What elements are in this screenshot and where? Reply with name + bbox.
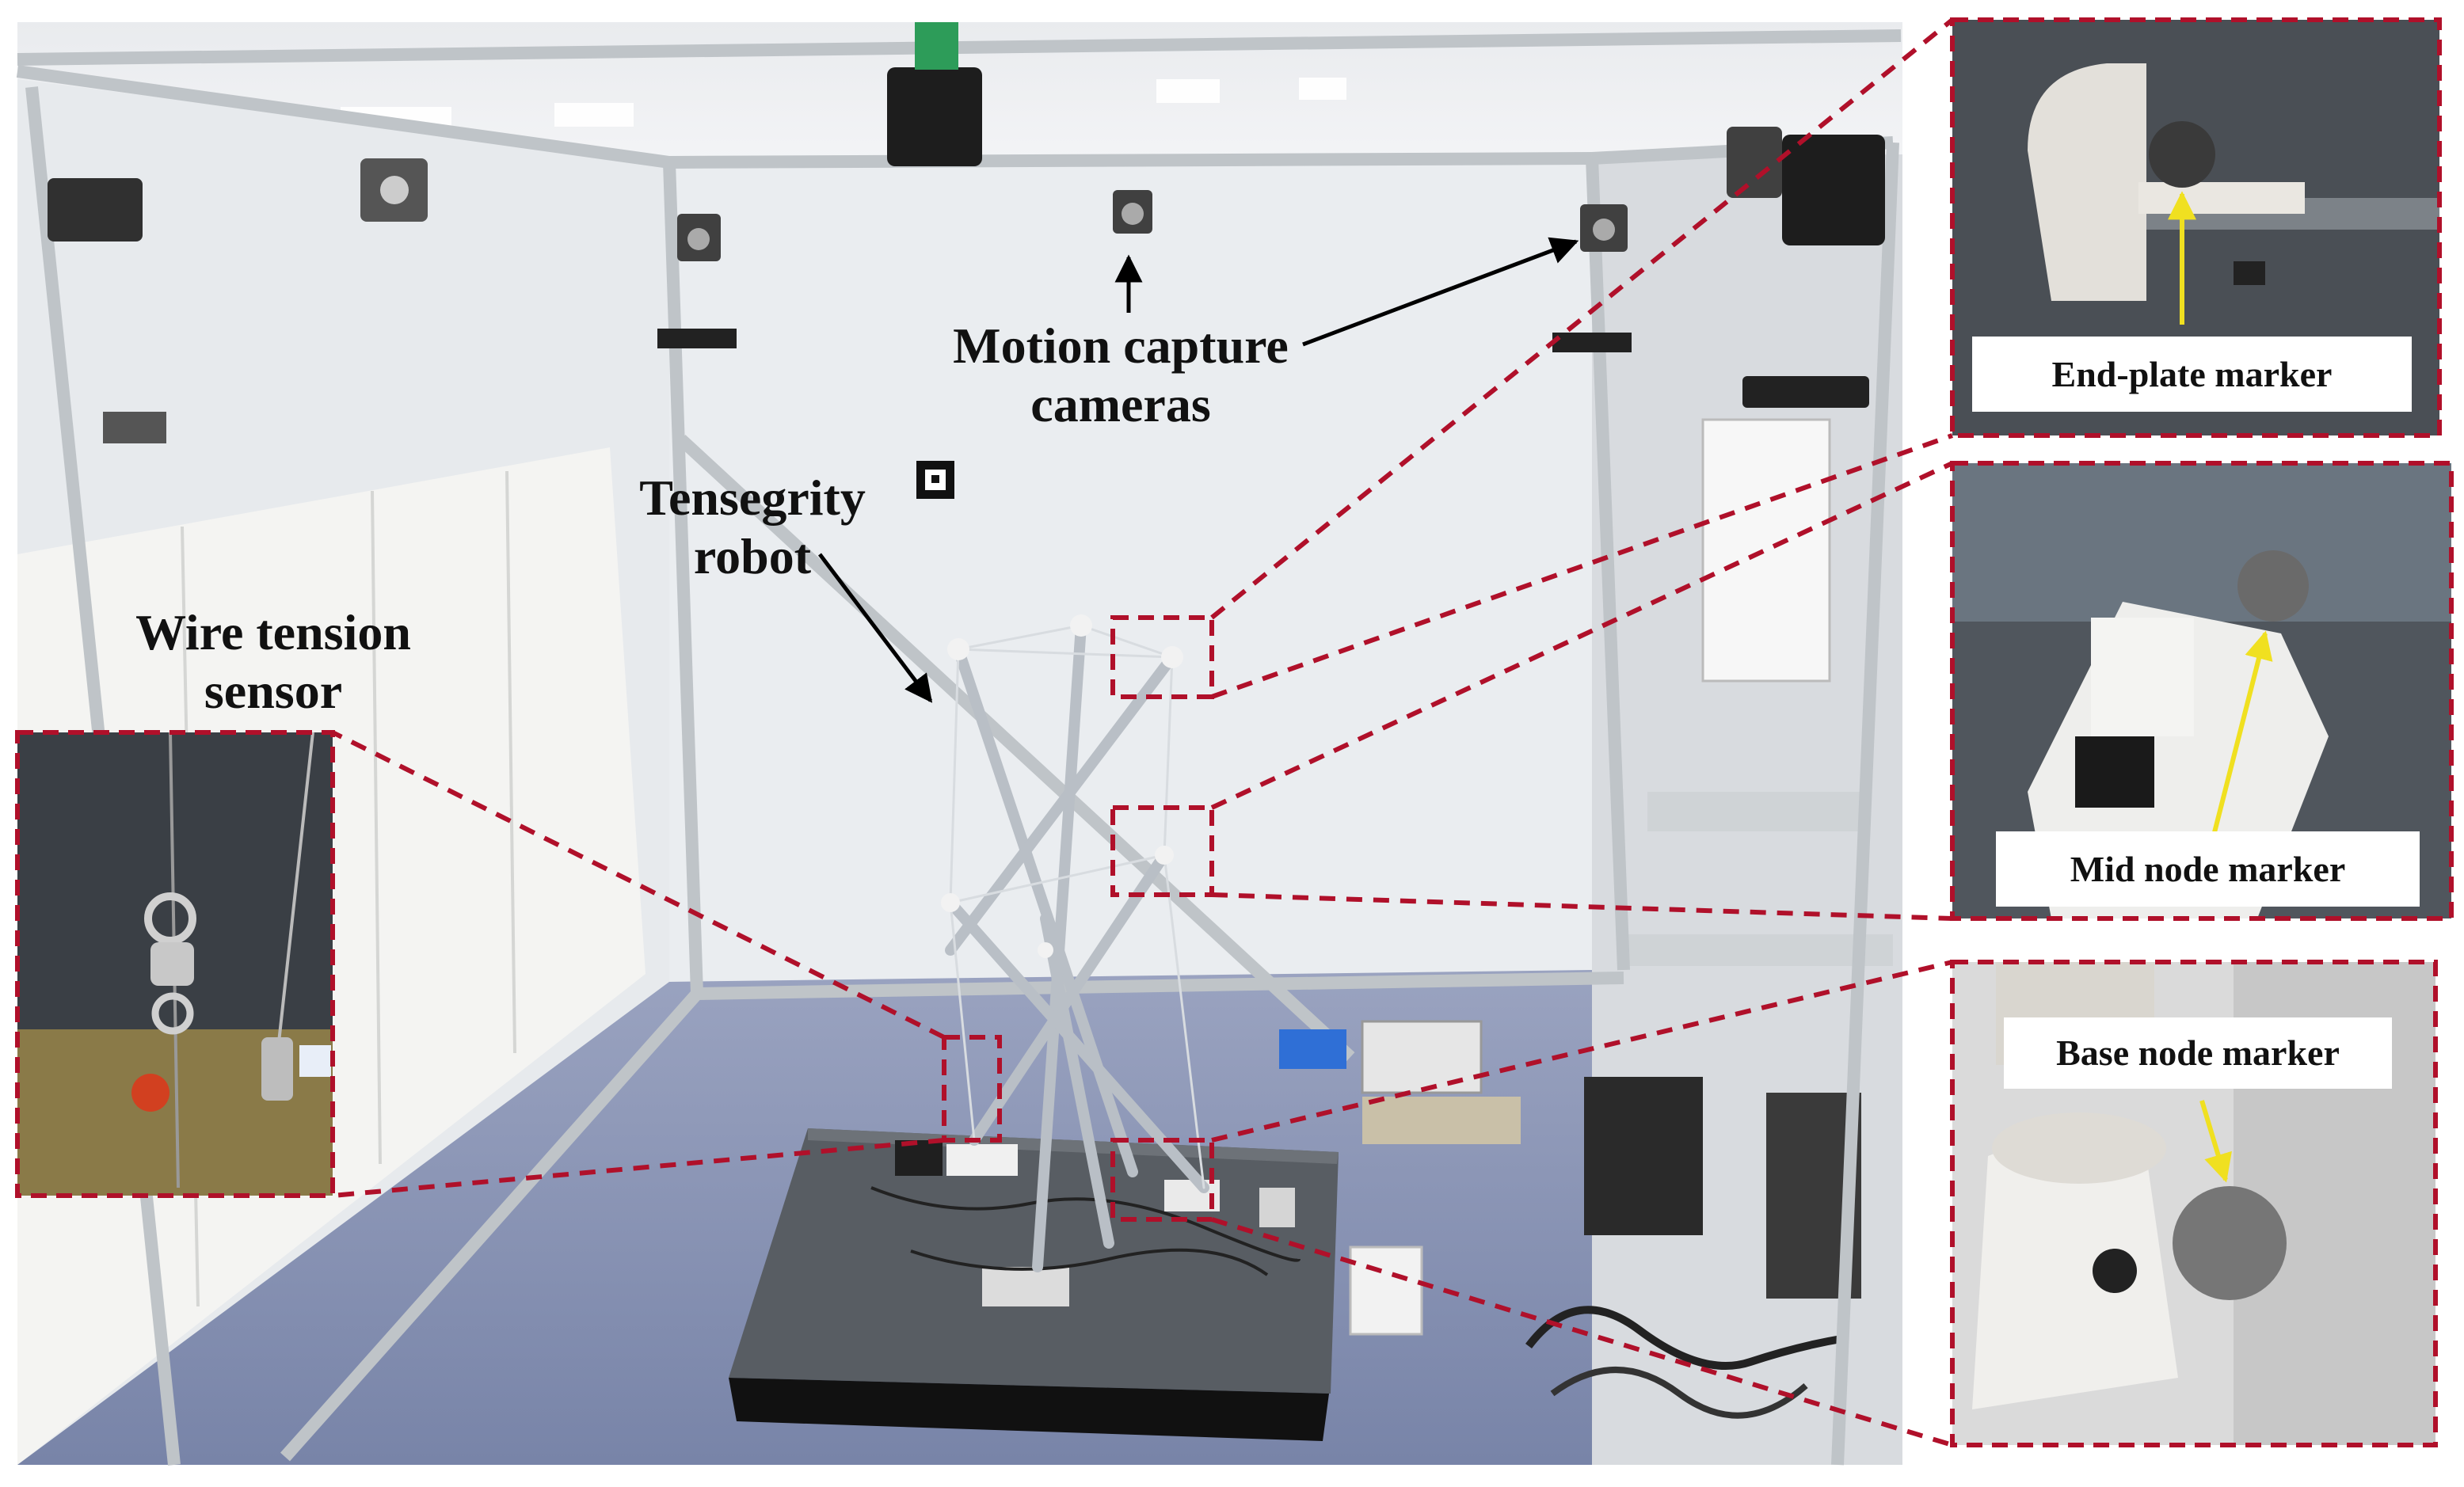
motion-capture-camera-icon bbox=[48, 22, 1885, 443]
motion-capture-line1: Motion capture bbox=[953, 318, 1289, 374]
tensegrity-line2: robot bbox=[693, 527, 812, 584]
wire-tension-line2: sensor bbox=[204, 662, 343, 719]
base-node-marker-label: Base node marker bbox=[2004, 1017, 2392, 1089]
motion-capture-label: Motion capture cameras bbox=[899, 317, 1342, 433]
base-node-region bbox=[1110, 1138, 1214, 1222]
annotation-arrows bbox=[818, 237, 1579, 703]
tensegrity-line1: Tensegrity bbox=[639, 470, 866, 526]
end-plate-region bbox=[1110, 615, 1214, 699]
tensegrity-robot-label: Tensegrity robot bbox=[606, 469, 899, 585]
wire-tension-sensor-inset bbox=[15, 730, 335, 1198]
motion-capture-line2: cameras bbox=[1030, 375, 1211, 432]
wire-sensor-region bbox=[942, 1035, 1002, 1143]
callout-connectors bbox=[331, 17, 1954, 1447]
wire-tension-line1: Wire tension bbox=[135, 604, 411, 660]
wire-tension-label: Wire tension sensor bbox=[95, 603, 451, 720]
callout-regions bbox=[942, 615, 1214, 1222]
tensegrity-robot bbox=[941, 614, 1209, 1272]
mid-node-marker-label: Mid node marker bbox=[1996, 831, 2420, 907]
mid-node-region bbox=[1110, 805, 1214, 897]
end-plate-marker-label: End-plate marker bbox=[1972, 337, 2412, 412]
